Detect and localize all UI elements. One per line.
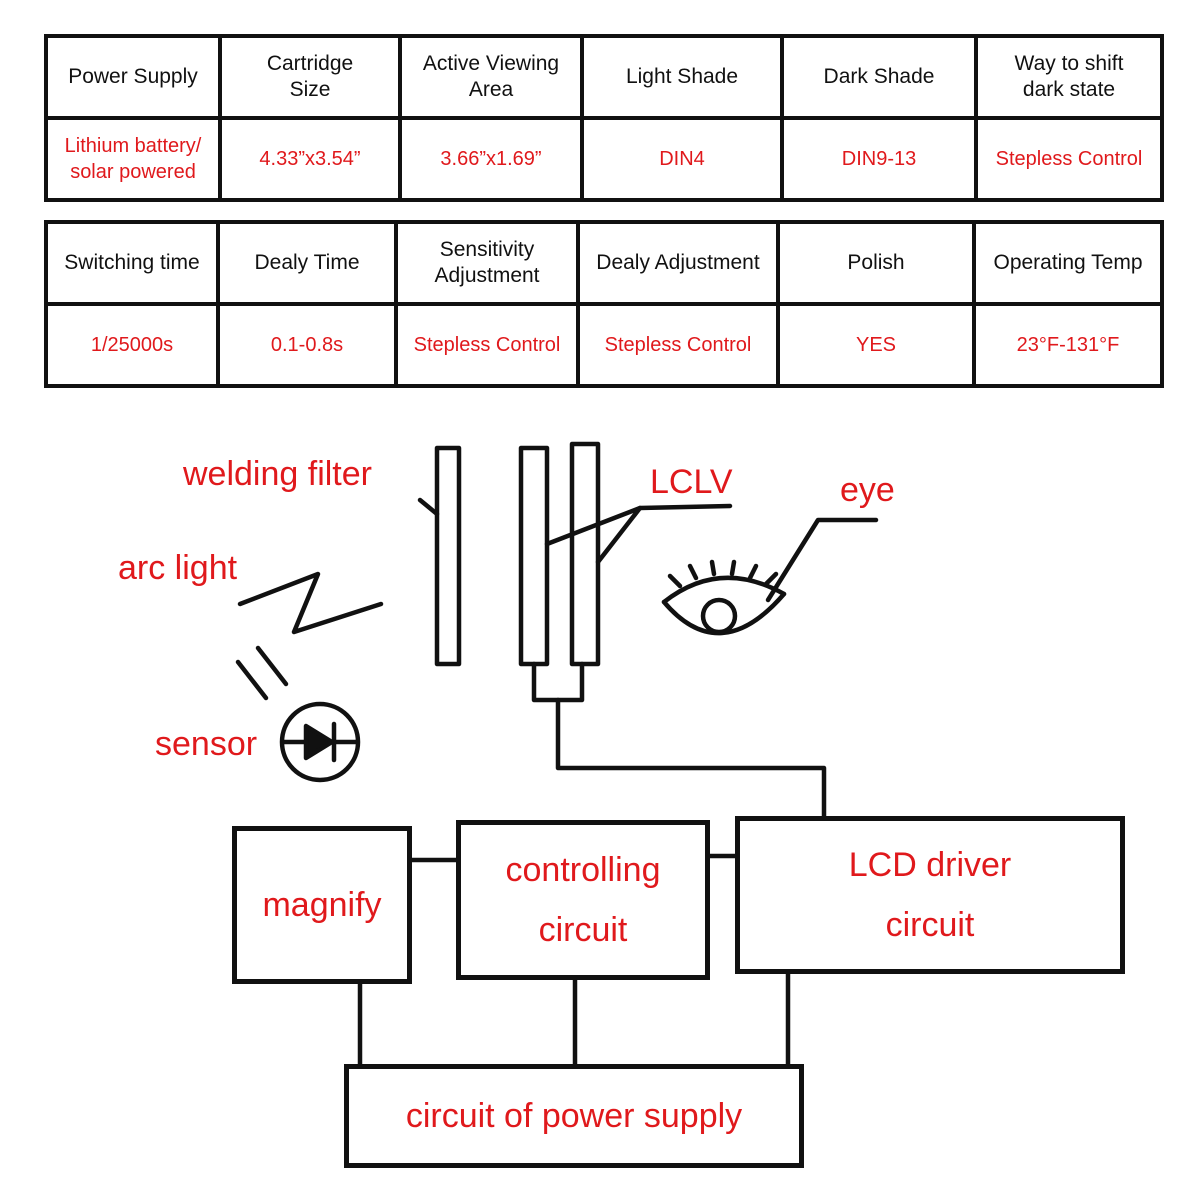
table-cell: DIN4 — [580, 116, 784, 202]
arc-light-symbol — [237, 571, 384, 635]
eyelash-icon — [667, 559, 779, 589]
table-header-cell: Dealy Adjustment — [576, 220, 780, 306]
magnify-label: magnify — [262, 886, 382, 924]
table-header-cell: Light Shade — [580, 34, 784, 120]
lclv-plate-left — [518, 445, 550, 667]
table-header-cell: Dealy Time — [216, 220, 398, 306]
sensor-ray-2 — [255, 645, 289, 687]
lclv-label: LCLV — [650, 463, 733, 501]
lclv-to-lcd-wire — [555, 697, 827, 821]
power-supply-circuit-block: circuit of power supply — [344, 1064, 804, 1168]
table-header-cell: Way to shift dark state — [974, 34, 1164, 120]
lclv-plate-right — [569, 441, 601, 667]
table-header-cell: Active Viewing Area — [398, 34, 584, 120]
table-cell: DIN9-13 — [780, 116, 978, 202]
eye-upper-lid — [661, 575, 787, 605]
table-cell: 0.1-0.8s — [216, 302, 398, 388]
table-row: Lithium battery/ solar powered 4.33”x3.5… — [44, 116, 1164, 202]
table-header-row: Switching time Dealy Time Sensitivity Ad… — [44, 220, 1164, 306]
table-cell: Lithium battery/ solar powered — [44, 116, 222, 202]
table-header-cell: Cartridge Size — [218, 34, 402, 120]
table-cell: Stepless Control — [974, 116, 1164, 202]
eye-pointer — [765, 517, 879, 603]
table-cell: 4.33”x3.54” — [218, 116, 402, 202]
spec-table-2: Switching time Dealy Time Sensitivity Ad… — [44, 220, 1164, 388]
welding-filter-label: welding filter — [183, 455, 372, 493]
magnify-block: magnify — [232, 826, 412, 984]
lclv-connector — [531, 661, 585, 703]
table-cell: YES — [776, 302, 976, 388]
table-header-cell: Power Supply — [44, 34, 222, 120]
table-row: 1/25000s 0.1-0.8s Stepless Control Stepl… — [44, 302, 1164, 388]
lcd-driver-circuit-block: LCD driver circuit — [735, 816, 1125, 974]
arc-light-label: arc light — [118, 549, 238, 587]
eye-label: eye — [840, 471, 895, 509]
controlling-circuit-label-line2: circuit — [538, 911, 628, 949]
eye-iris — [700, 597, 738, 635]
sensor-ray-1 — [235, 659, 269, 701]
spec-table-1: Power Supply Cartridge Size Active Viewi… — [44, 34, 1164, 202]
table-header-cell: Sensitivity Adjustment — [394, 220, 580, 306]
table-header-cell: Switching time — [44, 220, 220, 306]
power-supply-label: circuit of power supply — [405, 1097, 743, 1135]
photodiode-icon — [279, 701, 361, 783]
lclv-leader-branch — [595, 505, 643, 565]
table-header-cell: Polish — [776, 220, 976, 306]
table-header-row: Power Supply Cartridge Size Active Viewi… — [44, 34, 1164, 120]
table-cell: Stepless Control — [576, 302, 780, 388]
table-header-cell: Operating Temp — [972, 220, 1164, 306]
table-cell: Stepless Control — [394, 302, 580, 388]
welding-filter-plate — [434, 445, 462, 667]
lcd-driver-label-line2: circuit — [885, 906, 975, 944]
table-header-cell: Dark Shade — [780, 34, 978, 120]
table-cell: 1/25000s — [44, 302, 220, 388]
sensor-label: sensor — [155, 725, 258, 763]
welding-filter-pointer — [417, 497, 440, 517]
controlling-circuit-label-line1: controlling — [505, 851, 661, 889]
lcd-driver-label-line1: LCD driver — [848, 846, 1012, 884]
table-cell: 3.66”x1.69” — [398, 116, 584, 202]
table-cell: 23°F-131°F — [972, 302, 1164, 388]
controlling-circuit-block: controlling circuit — [456, 820, 710, 980]
